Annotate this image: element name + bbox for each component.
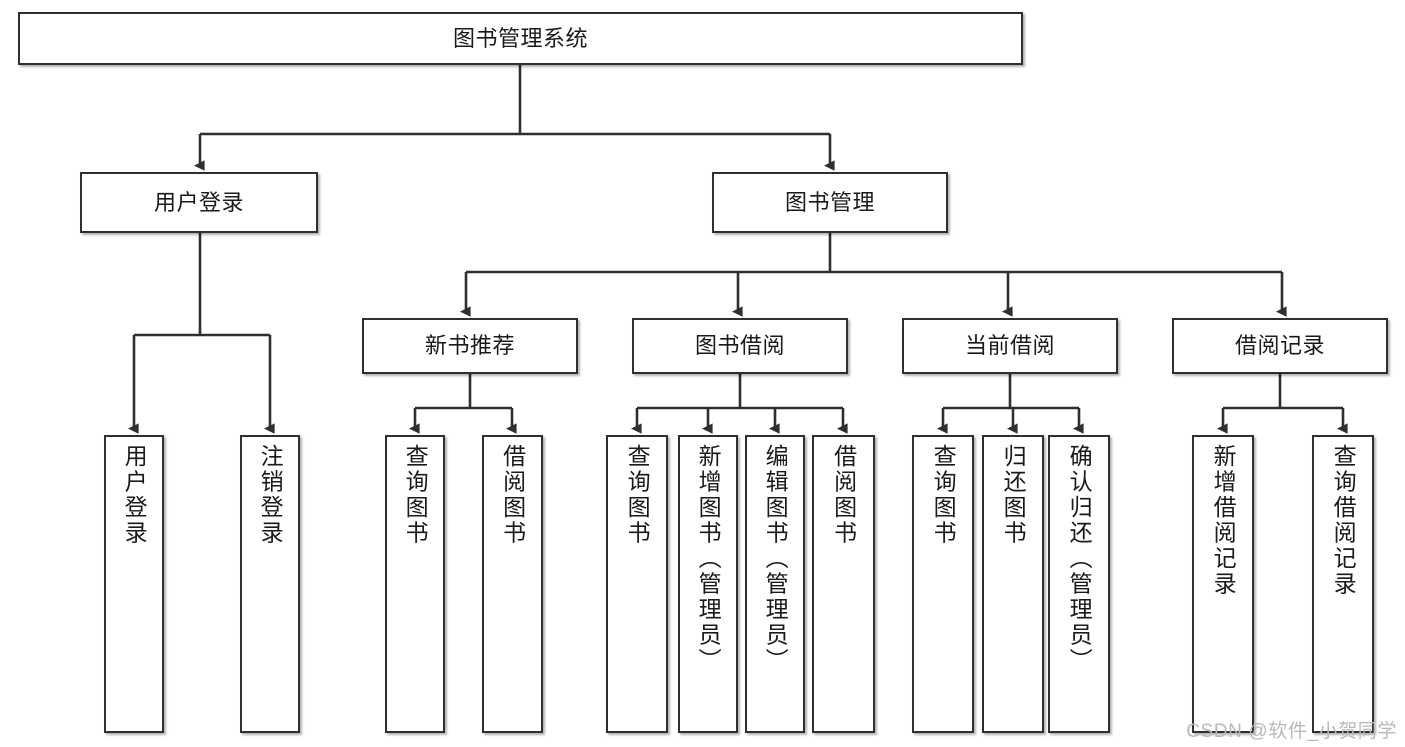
node-new-book-recommend[interactable]: 新书推荐	[362, 318, 578, 374]
leaf-edit-book-admin-label: 编辑图书（管理员）	[762, 444, 789, 674]
leaf-query-borrow-record[interactable]: 查询借阅记录	[1312, 435, 1374, 733]
node-book-management[interactable]: 图书管理	[712, 172, 948, 233]
node-new-book-recommend-label: 新书推荐	[424, 333, 515, 359]
node-book-management-label: 图书管理	[784, 189, 875, 215]
node-book-borrow[interactable]: 图书借阅	[632, 318, 848, 374]
leaf-logout-login[interactable]: 注销登录	[240, 435, 300, 733]
leaf-user-login[interactable]: 用户登录	[104, 435, 164, 733]
leaf-borrow-book-2[interactable]: 借阅图书	[812, 435, 875, 733]
node-current-borrow[interactable]: 当前借阅	[902, 318, 1118, 374]
leaf-confirm-return-admin-label: 确认归还（管理员）	[1066, 444, 1093, 674]
leaf-query-book-1-label: 查询图书	[402, 444, 429, 546]
leaf-add-borrow-record[interactable]: 新增借阅记录	[1192, 435, 1254, 733]
node-borrow-record[interactable]: 借阅记录	[1172, 318, 1388, 374]
node-borrow-record-label: 借阅记录	[1234, 333, 1325, 359]
leaf-logout-login-label: 注销登录	[257, 444, 284, 546]
leaf-add-book-admin-label: 新增图书（管理员）	[695, 444, 722, 674]
node-root[interactable]: 图书管理系统	[18, 12, 1023, 65]
leaf-user-login-label: 用户登录	[121, 444, 148, 546]
leaf-query-book-2[interactable]: 查询图书	[606, 435, 668, 733]
node-root-label: 图书管理系统	[452, 25, 588, 51]
node-book-borrow-label: 图书借阅	[694, 333, 785, 359]
leaf-query-book-3[interactable]: 查询图书	[912, 435, 974, 733]
node-user-login[interactable]: 用户登录	[80, 172, 318, 233]
leaf-return-book[interactable]: 归还图书	[982, 435, 1044, 733]
node-current-borrow-label: 当前借阅	[964, 333, 1055, 359]
node-user-login-label: 用户登录	[153, 189, 244, 215]
leaf-query-book-1[interactable]: 查询图书	[385, 435, 445, 733]
leaf-borrow-book-1[interactable]: 借阅图书	[482, 435, 543, 733]
leaf-query-book-2-label: 查询图书	[624, 444, 651, 546]
leaf-borrow-book-1-label: 借阅图书	[499, 444, 526, 546]
leaf-add-borrow-record-label: 新增借阅记录	[1210, 444, 1237, 597]
leaf-add-book-admin[interactable]: 新增图书（管理员）	[678, 435, 738, 733]
leaf-query-borrow-record-label: 查询借阅记录	[1330, 444, 1357, 597]
csdn-watermark: CSDN @软件_小贺同学	[1186, 721, 1397, 742]
leaf-borrow-book-2-label: 借阅图书	[830, 444, 857, 546]
leaf-edit-book-admin[interactable]: 编辑图书（管理员）	[745, 435, 805, 733]
leaf-confirm-return-admin[interactable]: 确认归还（管理员）	[1048, 435, 1110, 733]
leaf-return-book-label: 归还图书	[1000, 444, 1027, 546]
leaf-query-book-3-label: 查询图书	[930, 444, 957, 546]
